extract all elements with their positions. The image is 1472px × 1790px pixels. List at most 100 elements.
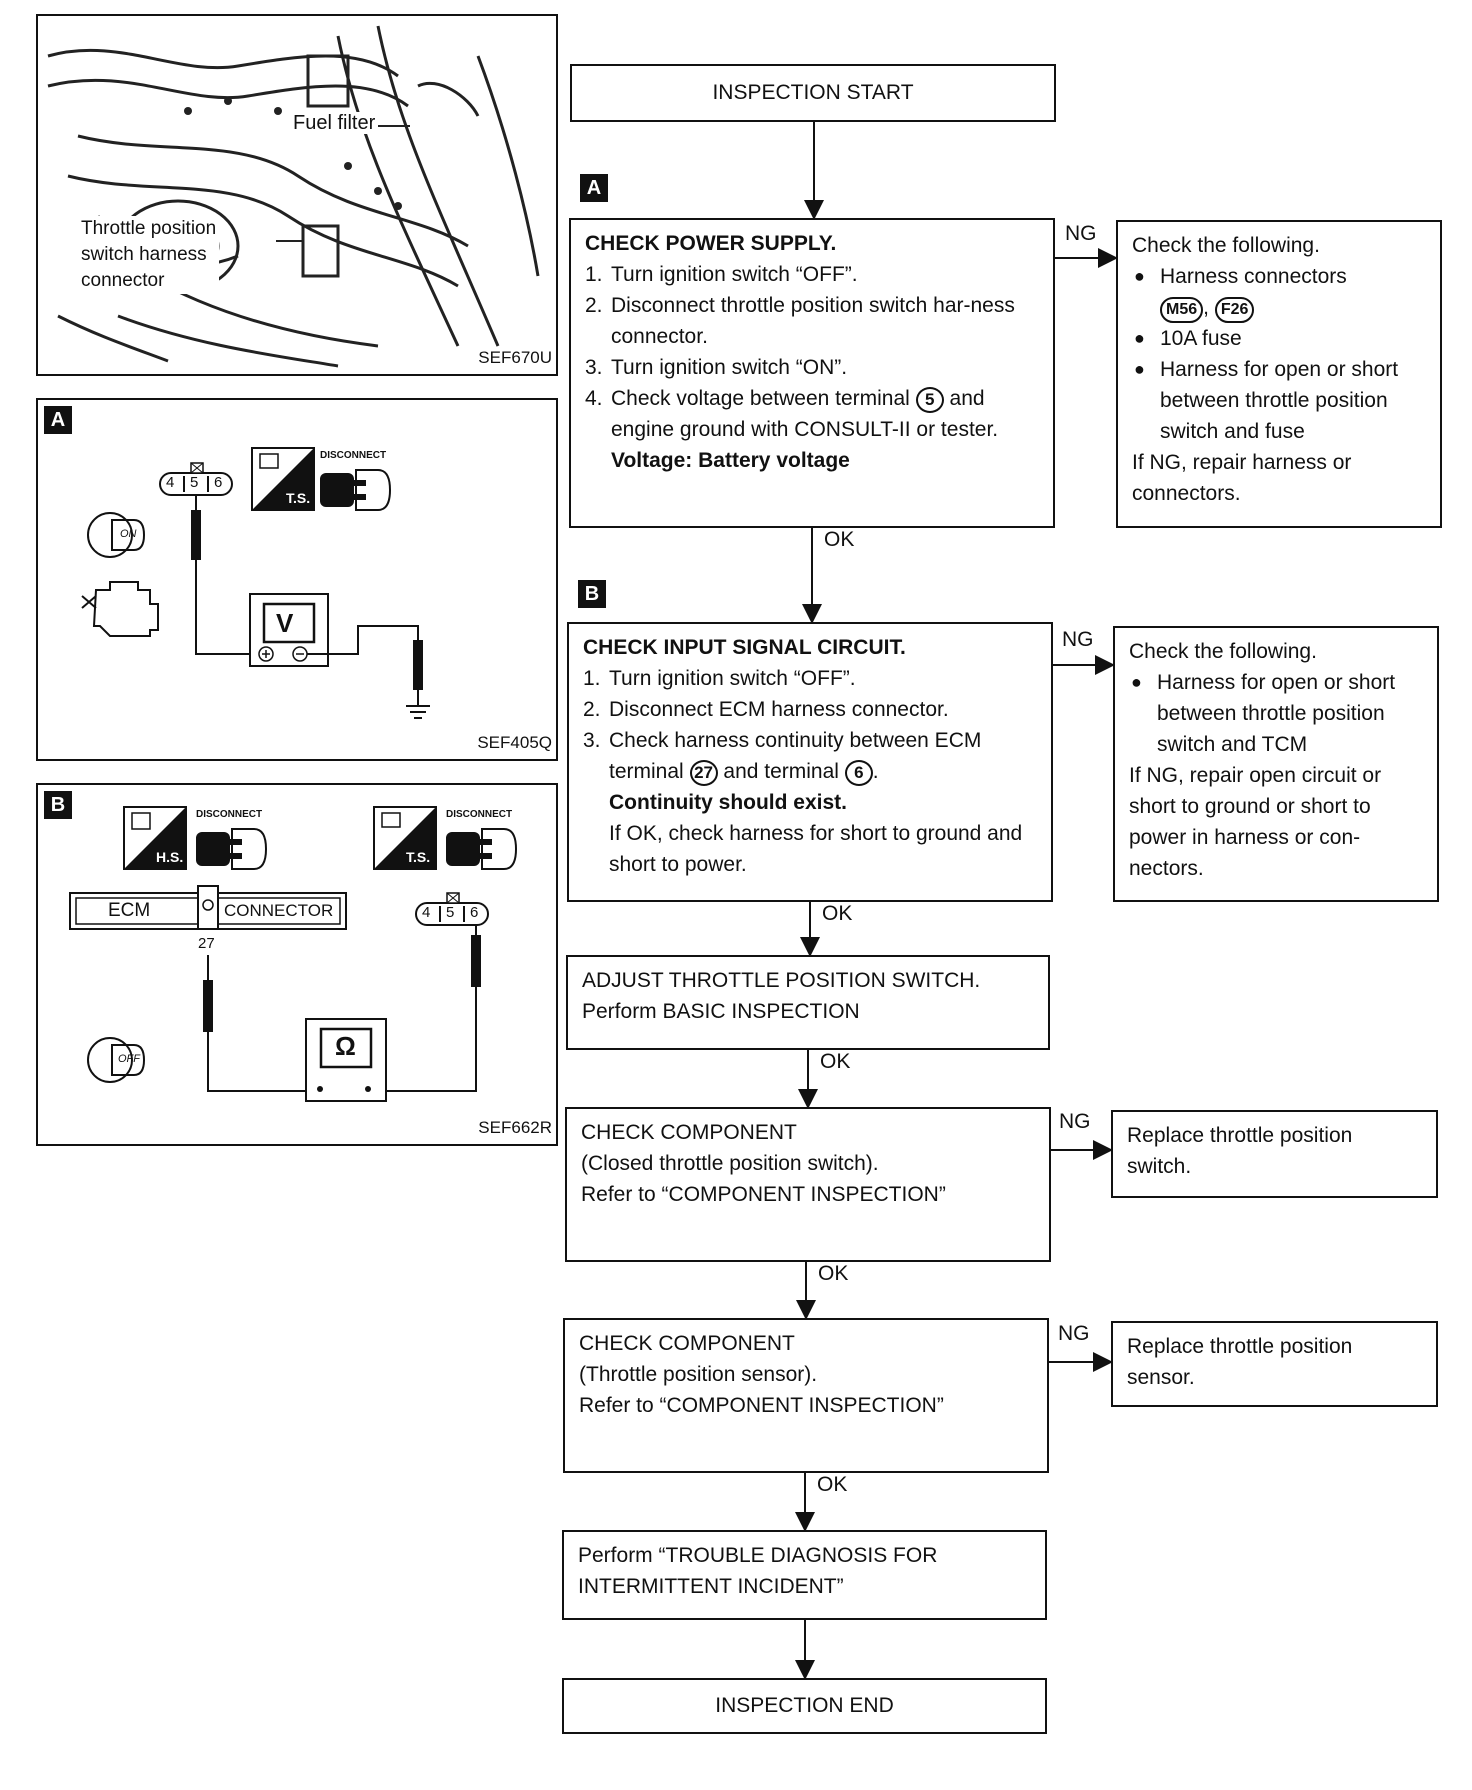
throttle-label: Throttle position switch harness connect… (78, 216, 220, 294)
step-a-num: 4. (585, 387, 603, 410)
hs-icon (123, 806, 187, 870)
ng-label-a: NG (1065, 222, 1097, 245)
check-component-1-box: CHECK COMPONENT (Closed throttle positio… (565, 1107, 1051, 1262)
step-b-num: 1. (583, 667, 601, 690)
ok-label-comp1: OK (818, 1262, 849, 1285)
ng-a-item: 10A fuse (1132, 323, 1426, 354)
trouble-diagnosis-box: Perform “TROUBLE DIAGNOSIS FOR INTERMITT… (562, 1530, 1047, 1620)
disconnect-icon (320, 469, 392, 511)
fuel-filter-label: Fuel filter (290, 112, 379, 134)
step-a-item: 4.Check voltage between terminal 5 and e… (585, 383, 1039, 445)
trouble-line1: Perform “TROUBLE DIAGNOSIS FOR (578, 1544, 938, 1567)
ng-a-intro: Check the following. (1132, 234, 1320, 257)
fig-b-disconnect-label-2: DISCONNECT (446, 809, 513, 820)
fig-a-meter-label: V (276, 608, 294, 638)
fig-b-ts-label: T.S. (406, 849, 431, 865)
fig-b-pin-4: 4 (422, 904, 431, 921)
step-a-item: 2.Disconnect throttle position switch ha… (585, 290, 1039, 352)
connector-f26-badge: F26 (1214, 297, 1255, 323)
fig-a-ts-label: T.S. (286, 490, 311, 506)
terminal-6-badge: 6 (844, 760, 873, 786)
figure-a-code: SEF405Q (477, 733, 552, 752)
step-b-title: CHECK INPUT SIGNAL CIRCUIT. (583, 636, 906, 659)
fig-b-pin-6: 6 (470, 904, 479, 921)
inspection-start-box: INSPECTION START (570, 64, 1056, 122)
figure-a: A (36, 398, 558, 761)
fig-b-disconnect-label-1: DISCONNECT (196, 809, 263, 820)
engine-photo-illustration (47, 25, 540, 368)
inspection-end-box: INSPECTION END (562, 1678, 1047, 1734)
ignition-key-icon (87, 1037, 146, 1083)
step-a-text: and engine ground with CONSULT-II or tes… (611, 387, 999, 441)
ecm-label: ECM (108, 900, 151, 921)
figure-b-diagram (69, 806, 518, 1102)
step-a-text: Check voltage between terminal (611, 387, 910, 410)
step-a-result: Voltage: Battery voltage (611, 449, 850, 472)
comp1-line2: (Closed throttle position switch). (581, 1152, 879, 1175)
step-b-item: 3.Check harness continuity between ECM t… (583, 725, 1037, 787)
fig-a-pin-6: 6 (214, 474, 223, 491)
step-a-num: 3. (585, 356, 603, 379)
ng-a-text: 10A fuse (1160, 327, 1242, 350)
inspection-end-text: INSPECTION END (715, 1694, 894, 1717)
comp2-line3: Refer to “COMPONENT INSPECTION” (579, 1394, 944, 1417)
ng-comp2-text: Replace throttle position sensor. (1127, 1335, 1353, 1389)
ng-comp1-box: Replace throttle position switch. (1111, 1110, 1438, 1198)
disconnect-icon-1 (196, 828, 268, 870)
fig-a-pin-4: 4 (166, 474, 175, 491)
step-b-note: If OK, check harness for short to ground… (609, 822, 1023, 876)
adjust-throttle-box: ADJUST THROTTLE POSITION SWITCH. Perform… (566, 955, 1050, 1050)
fig-b-pin-5: 5 (446, 904, 455, 921)
step-a-list: 1.Turn ignition switch “OFF”. 2.Disconne… (585, 259, 1039, 445)
step-b-text: Check harness continuity between ECM ter… (609, 729, 982, 783)
step-b-item: 2.Disconnect ECM harness connector. (583, 694, 1037, 725)
fig-a-key-label: ON (120, 528, 137, 540)
adjust-line1: ADJUST THROTTLE POSITION SWITCH. (582, 969, 981, 992)
ng-b-intro: Check the following. (1129, 640, 1317, 663)
comp1-line3: Refer to “COMPONENT INSPECTION” (581, 1183, 946, 1206)
fig-b-meter-label: Ω (335, 1031, 356, 1061)
ng-a-item: Harness for open or short between thrott… (1132, 354, 1426, 447)
ng-a-text: Harness for open or short between thrott… (1160, 358, 1399, 443)
flow-tag-b: B (578, 580, 606, 608)
step-a-text: Turn ignition switch “ON”. (611, 356, 848, 379)
ng-comp2-box: Replace throttle position sensor. (1111, 1321, 1438, 1407)
step-a-item: 1.Turn ignition switch “OFF”. (585, 259, 1039, 290)
inspection-start-text: INSPECTION START (712, 81, 914, 104)
ts-icon (373, 806, 437, 870)
step-b-text: Turn ignition switch “OFF”. (609, 667, 856, 690)
check-input-signal-box: CHECK INPUT SIGNAL CIRCUIT. 1. Turn ignit… (567, 622, 1053, 902)
step-b-text: and terminal (723, 760, 839, 783)
comp2-line2: (Throttle position sensor). (579, 1363, 818, 1386)
fig-b-key-label: OFF (118, 1053, 140, 1065)
ok-label-b: OK (822, 902, 853, 925)
connector-m56-badge: M56 (1160, 297, 1204, 323)
ng-comp1-text: Replace throttle position switch. (1127, 1124, 1353, 1178)
ok-label-a: OK (824, 528, 855, 551)
ng-b-text: Harness for open or short between thrott… (1157, 671, 1396, 756)
connector-separator: , (1203, 296, 1209, 319)
figure-a-tag: A (44, 406, 72, 434)
figure-b: B (36, 783, 558, 1146)
figure-b-code: SEF662R (478, 1118, 552, 1137)
ok-label-comp2: OK (817, 1473, 848, 1496)
engine-icon (81, 581, 159, 637)
check-component-2-box: CHECK COMPONENT (Throttle position senso… (563, 1318, 1049, 1473)
ng-b-outro: If NG, repair open circuit or short to g… (1129, 764, 1382, 880)
comp2-line1: CHECK COMPONENT (579, 1332, 795, 1355)
throttle-label-line2: switch harness (81, 244, 207, 265)
step-a-title: CHECK POWER SUPPLY. (585, 232, 837, 255)
step-a-item: 3. Turn ignition switch “ON”. (585, 352, 1039, 383)
fig-a-pin-5: 5 (190, 474, 199, 491)
step-a-num: 1. (585, 263, 603, 286)
check-power-supply-box: CHECK POWER SUPPLY. 1.Turn ignition swit… (569, 218, 1055, 528)
comp1-line1: CHECK COMPONENT (581, 1121, 797, 1144)
ng-label-b: NG (1062, 628, 1094, 651)
engine-photo-figure: Fuel filter Throttle position switch har… (36, 14, 558, 376)
ng-b-item: Harness for open or short between thrott… (1129, 667, 1423, 760)
terminal-27-badge: 27 (689, 760, 718, 786)
step-b-result: Continuity should exist. (609, 791, 848, 814)
ng-a-box: Check the following. Harness connectorsM… (1116, 220, 1442, 528)
